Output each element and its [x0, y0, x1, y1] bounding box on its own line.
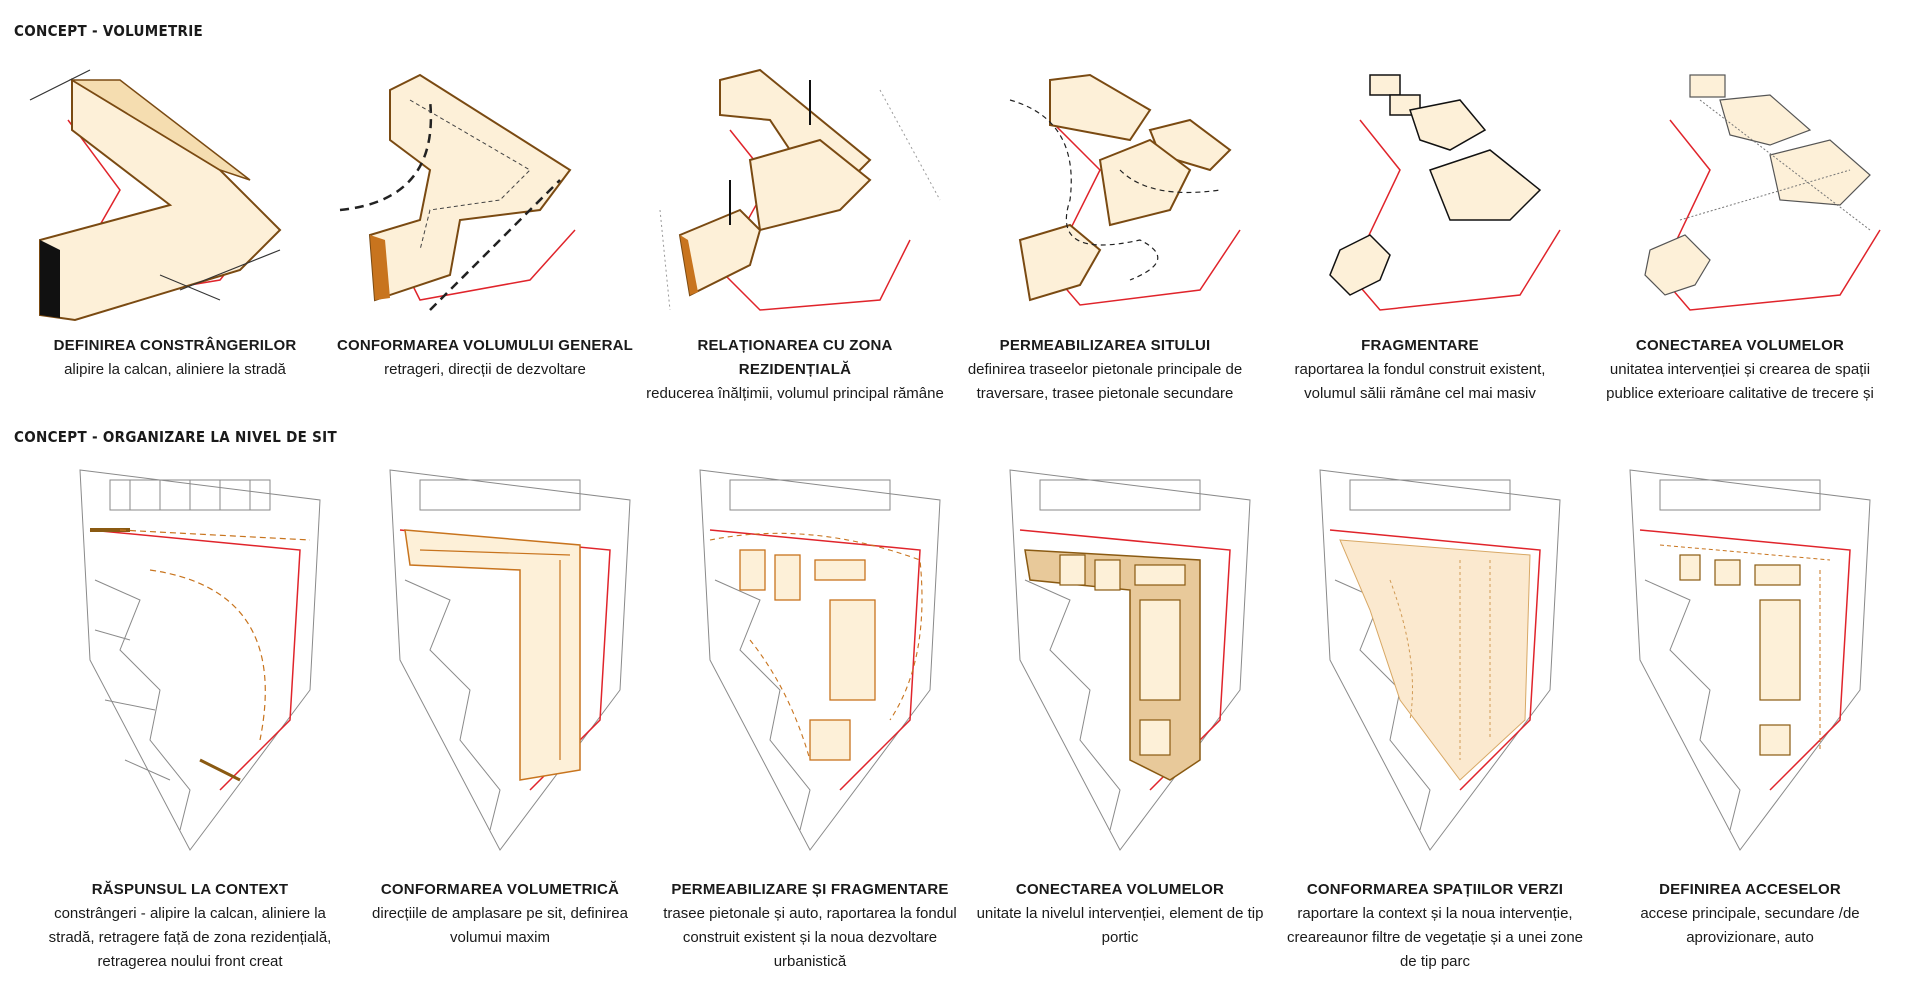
site-plan-2 [389, 469, 631, 851]
caption-desc: unitate la nivelul intervenției, element… [976, 905, 1264, 946]
caption-desc: raportarea la fondul construit existent,… [1294, 361, 1546, 402]
diagram-volumetrie-3 [659, 68, 941, 311]
diagram-volumetrie-5 [1329, 74, 1561, 311]
caption-desc: accese principale, secundare /de aproviz… [1640, 905, 1860, 946]
caption-desc: reducerea înălțimii, volumul principal r… [646, 385, 944, 402]
caption-title: RĂSPUNSUL LA CONTEXT [91, 881, 289, 898]
section-title-organizare: CONCEPT - ORGANIZARE LA NIVEL DE SIT [14, 428, 337, 446]
caption-organizare-3: PERMEABILIZARE ȘI FRAGMENTARE trasee pie… [660, 878, 960, 974]
diagram-volumetrie-2 [339, 73, 576, 311]
caption-title: CONECTAREA VOLUMELOR [1015, 881, 1225, 898]
caption-desc: unitatea intervenției și crearea de spaț… [1606, 361, 1874, 402]
caption-title: PERMEABILIZARE ȘI FRAGMENTARE [671, 881, 949, 898]
caption-volumetrie-5: FRAGMENTARE raportarea la fondul constru… [1270, 334, 1570, 402]
site-plan-6 [1629, 469, 1871, 851]
caption-volumetrie-4: PERMEABILIZAREA SITULUI definirea trasee… [955, 334, 1255, 402]
diagram-volumetrie-6 [1644, 74, 1881, 311]
caption-organizare-5: CONFORMAREA SPAȚIILOR VERZI raportare la… [1285, 878, 1585, 974]
caption-title: CONFORMAREA VOLUMETRICĂ [380, 881, 620, 898]
caption-desc: direcțiile de amplasare pe sit, definire… [372, 905, 628, 946]
caption-volumetrie-1: DEFINIREA CONSTRÂNGERILOR alipire la cal… [25, 334, 325, 402]
caption-organizare-1: RĂSPUNSUL LA CONTEXT constrângeri - alip… [40, 878, 340, 974]
diagram-volumetrie-4 [1009, 73, 1241, 306]
site-plan-1 [79, 469, 321, 851]
caption-title: RELAȚIONAREA CU ZONA REZIDENȚIALĂ [697, 337, 893, 378]
caption-title: DEFINIREA CONSTRÂNGERILOR [53, 337, 297, 354]
caption-desc: retrageri, direcții de dezvoltare [384, 361, 586, 378]
caption-title: CONFORMAREA VOLUMULUI GENERAL [336, 337, 634, 354]
site-plan-5 [1319, 469, 1561, 851]
caption-title: CONFORMAREA SPAȚIILOR VERZI [1306, 881, 1564, 898]
caption-desc: raportare la context și la noua interven… [1286, 905, 1583, 970]
caption-organizare-6: DEFINIREA ACCESELOR accese principale, s… [1600, 878, 1900, 950]
section-title-volumetrie: CONCEPT - VOLUMETRIE [14, 22, 204, 40]
caption-volumetrie-2: CONFORMAREA VOLUMULUI GENERAL retrageri,… [335, 334, 635, 402]
caption-desc: definirea traseelor pietonale principale… [967, 361, 1243, 402]
caption-organizare-4: CONECTAREA VOLUMELOR unitate la nivelul … [970, 878, 1270, 950]
site-plan-4 [1009, 469, 1251, 851]
caption-title: CONECTAREA VOLUMELOR [1635, 337, 1845, 354]
caption-title: FRAGMENTARE [1361, 337, 1479, 354]
caption-title: DEFINIREA ACCESELOR [1659, 881, 1841, 898]
caption-volumetrie-3: RELAȚIONAREA CU ZONA REZIDENȚIALĂ reduce… [645, 334, 945, 402]
caption-title: PERMEABILIZAREA SITULUI [999, 337, 1211, 354]
caption-desc: constrângeri - alipire la calcan, alinie… [48, 905, 332, 970]
caption-desc: alipire la calcan, aliniere la stradă [64, 361, 286, 378]
caption-organizare-2: CONFORMAREA VOLUMETRICĂ direcțiile de am… [350, 878, 650, 950]
caption-desc: trasee pietonale și auto, raportarea la … [663, 905, 957, 970]
site-plan-3 [699, 469, 941, 851]
caption-volumetrie-6: CONECTAREA VOLUMELOR unitatea intervenți… [1590, 334, 1890, 402]
diagram-volumetrie-1 [29, 69, 282, 322]
